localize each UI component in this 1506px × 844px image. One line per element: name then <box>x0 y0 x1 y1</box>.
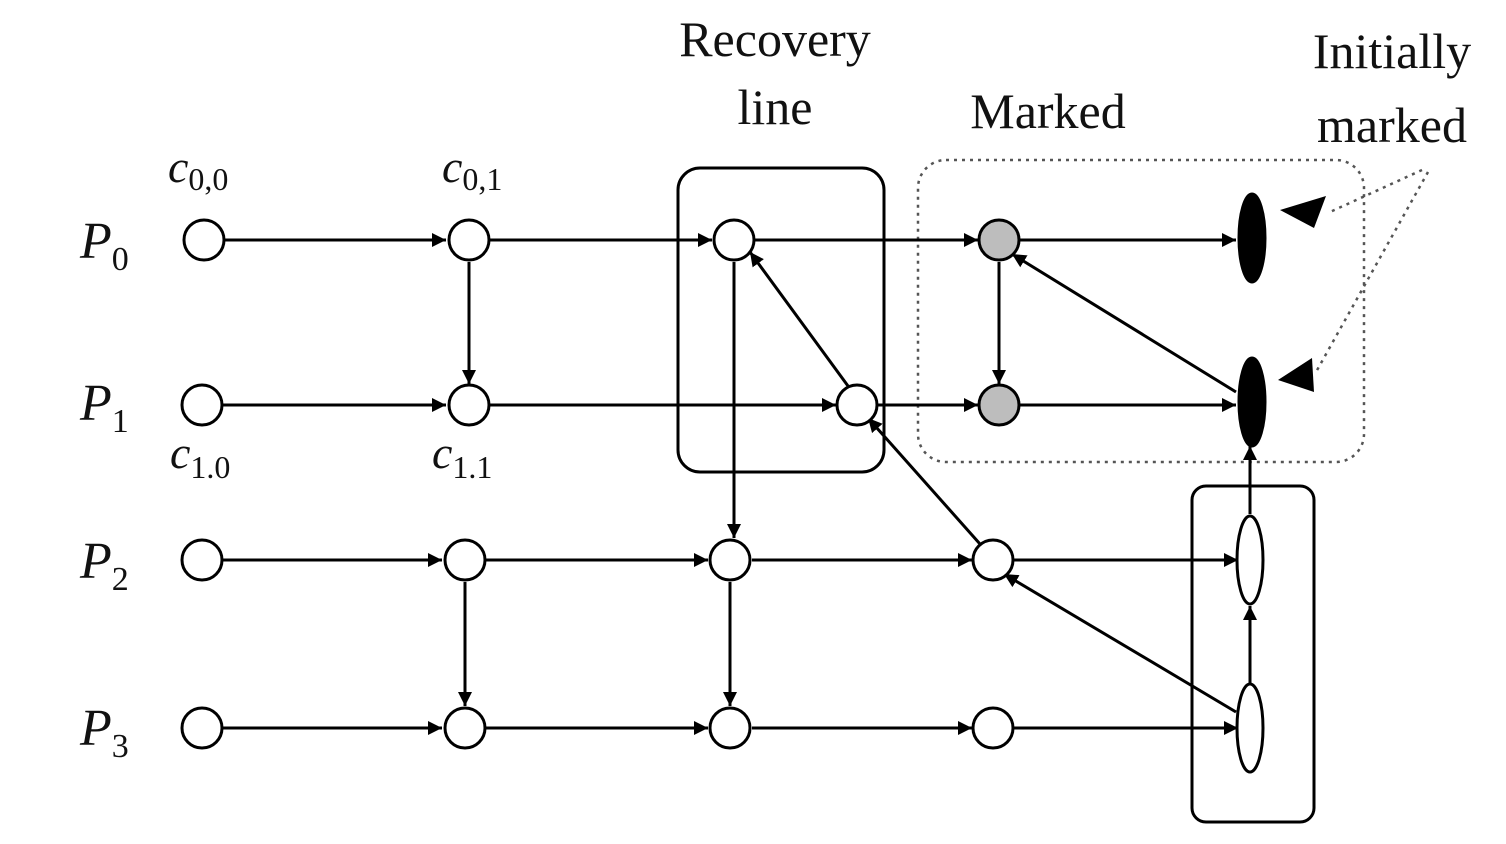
node-p3-4 <box>971 706 1015 750</box>
node-p3-1 <box>180 706 224 750</box>
node-p1-initially-marked <box>1237 356 1267 448</box>
node-p0-initially-marked <box>1237 192 1267 284</box>
msg-p3-ellipse-to-p2 <box>1003 572 1237 714</box>
node-p2-4 <box>971 538 1015 582</box>
recovery-line-box <box>676 166 886 474</box>
process-label-p2: P2 <box>79 533 129 598</box>
recovery-line-title-1: Recovery <box>679 11 871 67</box>
msg-initially-marked-to-marked <box>1011 252 1237 394</box>
node-p1-c10 <box>180 383 224 427</box>
node-p3-2 <box>443 706 487 750</box>
checkpoint-label-c10: c1.0 <box>170 427 230 485</box>
pointer-arrowhead-2 <box>1278 358 1314 392</box>
node-p2-2 <box>443 538 487 582</box>
initially-marked-pointer-line-2 <box>1314 171 1430 373</box>
checkpoint-label-c00: c0,0 <box>168 141 228 197</box>
pointer-arrowhead-1 <box>1280 196 1326 228</box>
node-p2-1 <box>180 538 224 582</box>
process-label-p1: P1 <box>79 375 129 440</box>
node-p1-recovery <box>835 383 879 427</box>
marked-region-box <box>916 158 1366 464</box>
recovery-line-title-2: line <box>738 79 813 135</box>
initially-marked-title-2: marked <box>1317 97 1467 153</box>
msg-p1-to-p0-recovery <box>748 251 850 387</box>
checkpoint-label-c11: c1.1 <box>432 427 492 485</box>
marked-title: Marked <box>970 83 1126 139</box>
node-p1-marked <box>977 383 1021 427</box>
bottom-right-box <box>1190 484 1316 824</box>
process-label-p3: P3 <box>79 700 129 765</box>
node-p2-5 <box>1235 514 1265 606</box>
checkpoint-label-c01: c0,1 <box>442 141 502 197</box>
node-p0-marked <box>977 218 1021 262</box>
node-p2-3 <box>708 538 752 582</box>
node-p1-c11 <box>447 383 491 427</box>
process-label-p0: P0 <box>79 213 129 278</box>
initially-marked-pointer-line-1 <box>1329 168 1423 214</box>
node-p0-c01 <box>447 218 491 262</box>
node-p3-3 <box>708 706 752 750</box>
node-p0-c00 <box>182 218 226 262</box>
initially-marked-title-1: Initially <box>1313 23 1471 79</box>
msg-p2-to-p1 <box>866 417 982 545</box>
node-p0-recovery <box>712 218 756 262</box>
node-p3-5 <box>1235 682 1265 774</box>
